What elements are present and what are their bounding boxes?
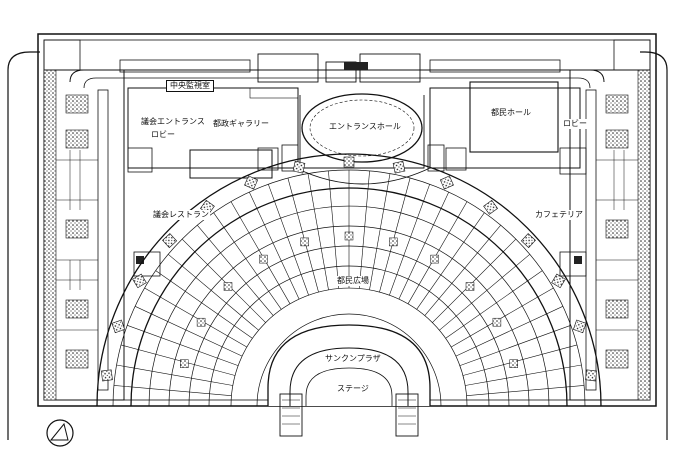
- label-citizen-hall: 都民ホール: [490, 108, 532, 118]
- plaza-planter: [344, 231, 354, 241]
- plaza-radial: [424, 225, 501, 316]
- site-outline-right: [640, 51, 668, 440]
- label-sunken-plaza: サンクンプラザ: [324, 354, 382, 364]
- plaza-radial: [155, 270, 253, 339]
- plaza-radial: [307, 173, 329, 290]
- plaza-radial: [389, 184, 430, 296]
- plaza-radial: [127, 325, 239, 366]
- plaza-radial: [369, 173, 391, 290]
- colonnade-pier: [483, 199, 498, 215]
- colonnade-pier: [439, 175, 454, 190]
- colonnade-pier: [111, 319, 126, 334]
- plaza-radial: [359, 170, 370, 289]
- label-entrance-hall: エントランスホール: [328, 122, 402, 132]
- plaza-radial: [181, 238, 266, 323]
- site-outline: [7, 51, 40, 440]
- plaza-planter: [180, 359, 189, 368]
- plaza-planter: [259, 254, 268, 264]
- colonnade-pier: [343, 156, 355, 168]
- plaza-radial: [197, 225, 274, 316]
- label-assembly-entrance: 議会エントランス: [140, 117, 206, 127]
- plaza-radial: [379, 177, 411, 293]
- plaza-radial: [416, 212, 485, 310]
- label-plaza: 都民広場: [336, 276, 370, 286]
- plaza-radial: [134, 306, 243, 357]
- colonnade-pier: [392, 160, 406, 174]
- right-wing: [569, 69, 651, 401]
- plaza-planter: [389, 237, 398, 247]
- north-arrow-icon: [46, 419, 74, 447]
- colonnade-pier: [244, 175, 259, 190]
- colonnade-pier: [572, 319, 587, 334]
- plaza-planter: [223, 282, 233, 291]
- label-assembly-lobby: ロビー: [150, 130, 176, 140]
- colonnade-piers: [100, 156, 598, 382]
- plaza-radial: [144, 287, 247, 348]
- north-facade: [43, 39, 651, 89]
- plaza-radial: [398, 191, 449, 300]
- plaza-planter: [492, 317, 502, 327]
- colonnade-pier: [100, 369, 113, 382]
- plaza-radial: [113, 385, 232, 396]
- label-lobby: ロビー: [562, 119, 588, 129]
- plaza-radials: [113, 170, 585, 396]
- plaza-planter: [509, 359, 518, 368]
- plaza-radial: [120, 344, 236, 376]
- plaza-radial: [407, 201, 468, 304]
- plaza-radial: [432, 238, 517, 323]
- label-gallery: 都政ギャラリー: [212, 119, 270, 129]
- colonnade-pier: [132, 273, 147, 289]
- label-central-monitor: 中央監視室: [166, 80, 214, 92]
- colonnade-pier: [520, 233, 536, 249]
- colonnade-pier: [551, 273, 566, 289]
- label-restaurant: 議会レストラン: [152, 210, 210, 220]
- plaza-radial: [445, 270, 543, 339]
- label-stage: ステージ: [336, 384, 370, 394]
- label-cafeteria: カフェテリア: [534, 210, 584, 220]
- entrance-hall-block: [281, 93, 445, 185]
- plaza-radial: [213, 212, 282, 310]
- plaza-radial: [116, 364, 233, 386]
- plaza-radial: [455, 306, 564, 357]
- plaza-ring: [256, 313, 442, 407]
- plaza-planter: [430, 254, 439, 264]
- colonnade-pier: [162, 233, 178, 249]
- sunken-plaza: [267, 324, 431, 437]
- plaza-radial: [168, 254, 259, 331]
- left-wing: [43, 69, 125, 401]
- plaza-radial: [230, 201, 291, 304]
- plaza-planter: [196, 317, 206, 327]
- plaza-ring: [230, 287, 468, 407]
- plaza-planter: [465, 282, 475, 291]
- plaza-planter: [300, 237, 309, 247]
- plaza-radial: [465, 364, 582, 386]
- colonnade-pier: [585, 369, 598, 382]
- plaza-ring: [96, 153, 602, 407]
- plaza-radial: [268, 184, 309, 296]
- plaza-radial: [459, 325, 571, 366]
- colonnade-pier: [292, 160, 306, 174]
- plaza-radial: [466, 385, 585, 396]
- plaza-radial: [462, 344, 578, 376]
- plaza-radial: [439, 254, 530, 331]
- plaza-radial: [451, 287, 554, 348]
- plaza-radial: [287, 177, 319, 293]
- plaza-radial: [328, 170, 339, 289]
- plaza-radial: [249, 191, 300, 300]
